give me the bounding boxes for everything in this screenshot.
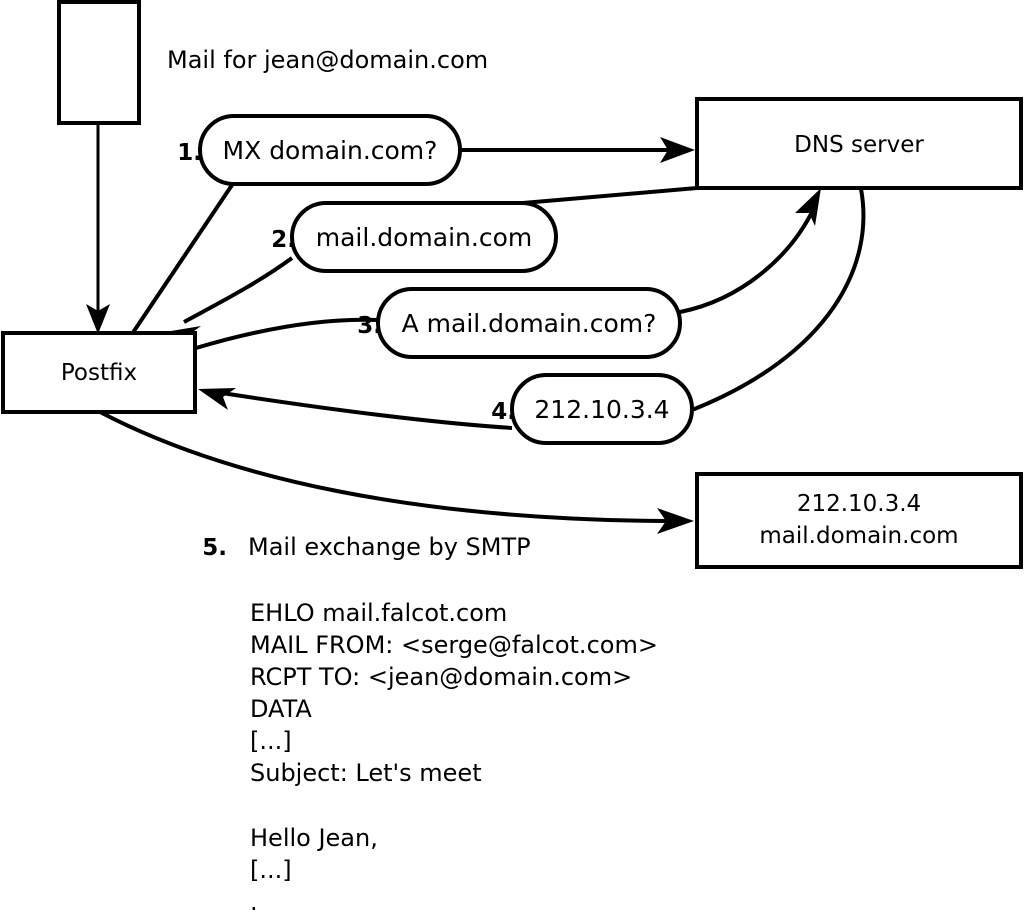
step-5-label: Mail exchange by SMTP (248, 533, 531, 561)
step-2-group: 2. mail.domain.com (271, 201, 558, 273)
step-3-group: 3. A mail.domain.com? (357, 287, 682, 359)
step-4-group: 4. 212.10.3.4 (491, 373, 694, 445)
smtp-line-5: Subject: Let's meet (250, 759, 482, 787)
smtp-line-1: MAIL FROM: <serge@falcot.com> (250, 631, 658, 659)
step-1-group: 1. MX domain.com? (177, 114, 462, 186)
smtp-line-2: RCPT TO: <jean@domain.com> (250, 663, 632, 691)
smtp-line-9: . (250, 888, 258, 916)
smtp-line-0: EHLO mail.falcot.com (250, 599, 507, 627)
step-1-label: MX domain.com? (223, 136, 438, 165)
mail-client-box (57, 0, 141, 125)
step-4-label: 212.10.3.4 (534, 395, 669, 424)
smtp-line-8: [...] (250, 856, 292, 884)
postfix-box (1, 331, 197, 414)
edge-step1-to-dns (460, 137, 695, 163)
mail-server-hostname: mail.domain.com (759, 523, 958, 549)
smtp-line-3: DATA (250, 695, 312, 723)
mail-for-caption: Mail for jean@domain.com (167, 46, 488, 74)
smtp-line-4: [...] (250, 727, 292, 755)
edge-client-to-postfix (86, 123, 110, 334)
edge-step3-to-dns (679, 188, 821, 314)
dns-server-label: DNS server (794, 132, 924, 158)
postfix-label: Postfix (61, 360, 137, 386)
step-5-number: 5. (202, 535, 227, 561)
step-1-bubble (198, 114, 462, 186)
postfix-node: Postfix (1, 331, 197, 414)
step-3-label: A mail.domain.com? (402, 309, 657, 338)
step-3-bubble (376, 287, 682, 359)
edge-postfix-to-step3 (195, 317, 379, 350)
step-4-bubble (510, 373, 694, 445)
edge-postfix-to-step1 (130, 183, 234, 336)
edge-step4-to-postfix (198, 388, 513, 430)
mail-server-ip: 212.10.3.4 (797, 491, 921, 517)
edge-dns-to-step2 (522, 186, 698, 205)
edge-dns-to-step4 (691, 188, 866, 412)
dns-server-box (695, 97, 1023, 190)
step-2-bubble (290, 201, 558, 273)
edge-postfix-to-mailserver (99, 410, 694, 534)
smtp-line-7: Hello Jean, (250, 824, 378, 852)
step-1-number: 1. (177, 140, 202, 166)
step-2-label: mail.domain.com (316, 223, 532, 252)
dns-server-node: DNS server (695, 97, 1023, 190)
mail-server-box (695, 472, 1023, 569)
mail-server-node: 212.10.3.4 mail.domain.com (695, 472, 1023, 569)
